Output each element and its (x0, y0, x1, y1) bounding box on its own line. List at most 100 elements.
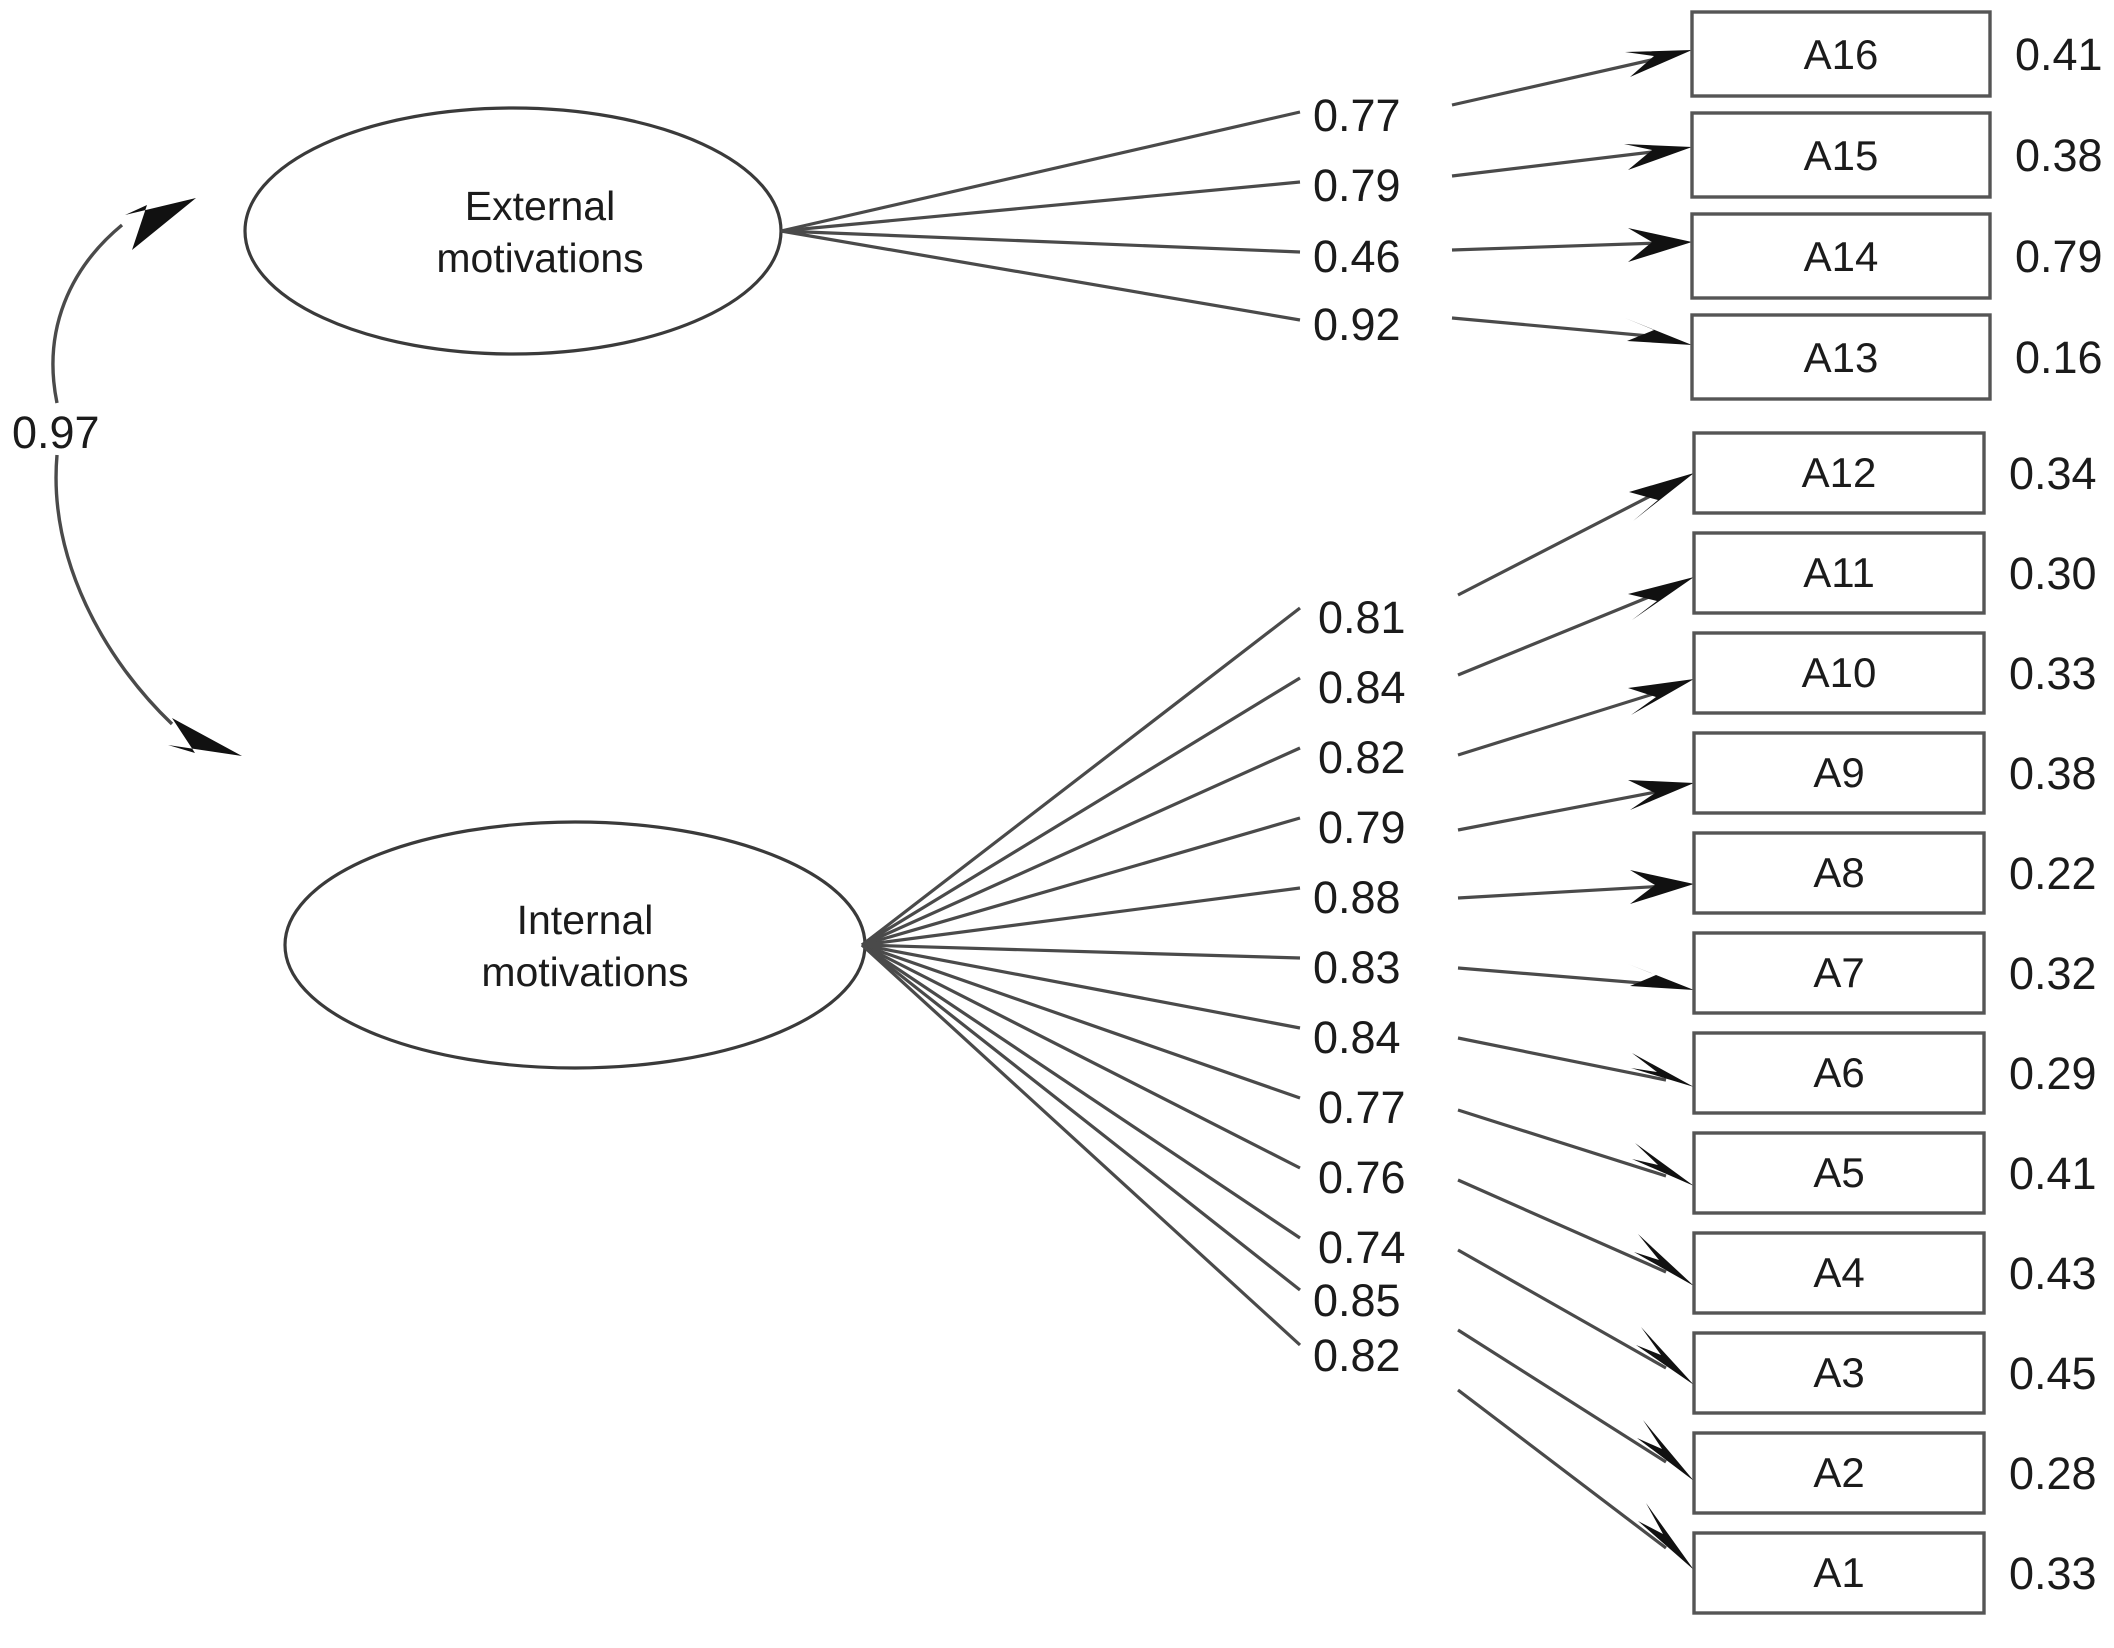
error-label-A8: 0.22 (2009, 848, 2097, 899)
loading-arrow-line-A14 (1451, 241, 1661, 252)
error-label-A13: 0.16 (2015, 332, 2103, 383)
indicator-box-A7[interactable] (1692, 931, 1986, 1015)
factor-internal-ellipse[interactable] (283, 820, 867, 1070)
loading-arrow-line-A11 (1457, 588, 1667, 677)
loading-arrowhead-A16 (1625, 50, 1692, 77)
loading-arrow-line-A9 (1457, 788, 1667, 832)
loading-arrowhead-A11 (1628, 577, 1694, 620)
indicator-label-A12: A12 (1802, 449, 1877, 496)
loading-line-A4-left (861, 943, 1301, 1170)
loading-arrow-line-A12 (1457, 486, 1667, 597)
indicator-label-A8: A8 (1813, 849, 1864, 896)
external-loading-paths-right (1451, 50, 1692, 345)
error-label-A2: 0.28 (2009, 1448, 2097, 1499)
indicator-box-A14[interactable] (1690, 212, 1992, 300)
loading-arrowhead-A5 (1632, 1143, 1694, 1186)
loading-arrow-line-A4 (1457, 1178, 1667, 1274)
loading-arrowhead-A10 (1628, 679, 1694, 715)
factor-internal-label-line2: motivations (481, 949, 688, 995)
loading-label-A3: 0.74 (1318, 1222, 1406, 1273)
loading-label-A8: 0.88 (1313, 872, 1401, 923)
error-label-A5: 0.41 (2009, 1148, 2097, 1199)
loading-arrowhead-A3 (1636, 1327, 1694, 1385)
loading-arrowhead-A12 (1629, 473, 1694, 521)
factor-external-ellipse[interactable] (243, 106, 783, 356)
indicator-box-A8[interactable] (1692, 831, 1986, 915)
correlation-curve-lower (54, 454, 174, 726)
correlation-arrowhead-upper (125, 198, 196, 250)
loading-line-A15-left (780, 180, 1301, 233)
error-label-A7: 0.32 (2009, 948, 2097, 999)
loading-arrow-line-A3 (1457, 1248, 1667, 1370)
factor-external-group[interactable]: External motivations (243, 106, 783, 356)
loading-arrow-line-A16 (1451, 56, 1661, 107)
factor-internal-group[interactable]: Internal motivations (283, 820, 867, 1070)
loading-arrow-line-A5 (1457, 1108, 1667, 1178)
indicator-box-A5[interactable] (1692, 1131, 1986, 1215)
loading-label-A12: 0.81 (1318, 592, 1406, 643)
indicator-label-A5: A5 (1813, 1149, 1864, 1196)
indicator-box-A3[interactable] (1692, 1331, 1986, 1415)
error-label-A11: 0.30 (2009, 548, 2097, 599)
loading-label-A16: 0.77 (1313, 90, 1401, 141)
indicator-box-A13[interactable] (1690, 313, 1992, 401)
error-label-A15: 0.38 (2015, 130, 2103, 181)
indicator-box-A1[interactable] (1692, 1531, 1986, 1615)
error-label-A12: 0.34 (2009, 448, 2097, 499)
indicator-box-A11[interactable] (1692, 531, 1986, 615)
error-label-A3: 0.45 (2009, 1348, 2097, 1399)
loading-arrow-line-A1 (1457, 1388, 1667, 1550)
error-label-A1: 0.33 (2009, 1548, 2097, 1599)
loading-label-A14: 0.46 (1313, 231, 1401, 282)
loading-arrowhead-A13 (1625, 318, 1692, 345)
indicator-box-A15[interactable] (1690, 111, 1992, 199)
indicator-box-A12[interactable] (1692, 431, 1986, 515)
loading-arrowhead-A6 (1631, 1053, 1694, 1087)
internal-loading-labels: 0.81 0.84 0.82 0.79 0.88 0.83 0.84 0.77 … (1313, 592, 1406, 1381)
indicator-label-A11: A11 (1803, 549, 1875, 596)
loading-label-A4: 0.76 (1318, 1152, 1406, 1203)
indicator-label-A3: A3 (1813, 1349, 1864, 1396)
indicator-label-A16: A16 (1804, 31, 1879, 78)
loading-line-A5-left (861, 943, 1301, 1100)
loading-line-A12-left (861, 606, 1301, 947)
loading-line-A1-left (860, 943, 1302, 1347)
indicator-box-A10[interactable] (1692, 631, 1986, 715)
indicator-box-A4[interactable] (1692, 1231, 1986, 1315)
loading-label-A5: 0.77 (1318, 1082, 1406, 1133)
loading-arrow-line-A7 (1457, 966, 1667, 987)
loading-label-A6: 0.84 (1313, 1012, 1401, 1063)
loading-label-A2: 0.85 (1313, 1275, 1401, 1326)
loading-line-A7-left (861, 943, 1301, 960)
loading-label-A13: 0.92 (1313, 299, 1401, 350)
indicator-box-A6[interactable] (1692, 1031, 1986, 1115)
error-label-A14: 0.79 (2015, 231, 2103, 282)
internal-indicator-boxes[interactable]: A12 0.34 A11 0.30 A10 0.33 A9 0.38 A8 0.… (1692, 431, 2097, 1615)
indicator-label-A7: A7 (1813, 949, 1864, 996)
loading-line-A13-left (780, 229, 1301, 322)
indicator-label-A10: A10 (1802, 649, 1877, 696)
indicator-label-A4: A4 (1813, 1249, 1864, 1296)
indicator-label-A1: A1 (1813, 1549, 1864, 1596)
loading-arrow-line-A13 (1451, 316, 1661, 339)
indicator-box-A2[interactable] (1692, 1431, 1986, 1515)
loading-line-A9-left (861, 816, 1301, 947)
correlation-arrowhead-lower (168, 718, 242, 756)
factor-external-label-line2: motivations (436, 235, 643, 281)
loading-line-A3-left (861, 943, 1301, 1240)
external-loading-labels: 0.77 0.79 0.46 0.92 (1313, 90, 1401, 350)
error-label-A4: 0.43 (2009, 1248, 2097, 1299)
indicator-box-A16[interactable] (1690, 10, 1992, 98)
loading-arrow-line-A8 (1457, 884, 1667, 900)
indicator-label-A13: A13 (1804, 334, 1879, 381)
loading-line-A11-left (861, 676, 1301, 947)
indicator-box-A9[interactable] (1692, 731, 1986, 815)
loading-arrowhead-A1 (1638, 1503, 1694, 1570)
loading-line-A8-left (861, 886, 1301, 947)
internal-loading-paths-left (860, 606, 1302, 1347)
error-label-A16: 0.41 (2015, 29, 2103, 80)
external-indicator-boxes[interactable]: A16 0.41 A15 0.38 A14 0.79 A13 0.16 (1690, 10, 2103, 401)
loading-arrowhead-A14 (1628, 228, 1692, 262)
loading-arrow-line-A2 (1457, 1328, 1667, 1464)
loading-line-A10-left (861, 746, 1301, 947)
